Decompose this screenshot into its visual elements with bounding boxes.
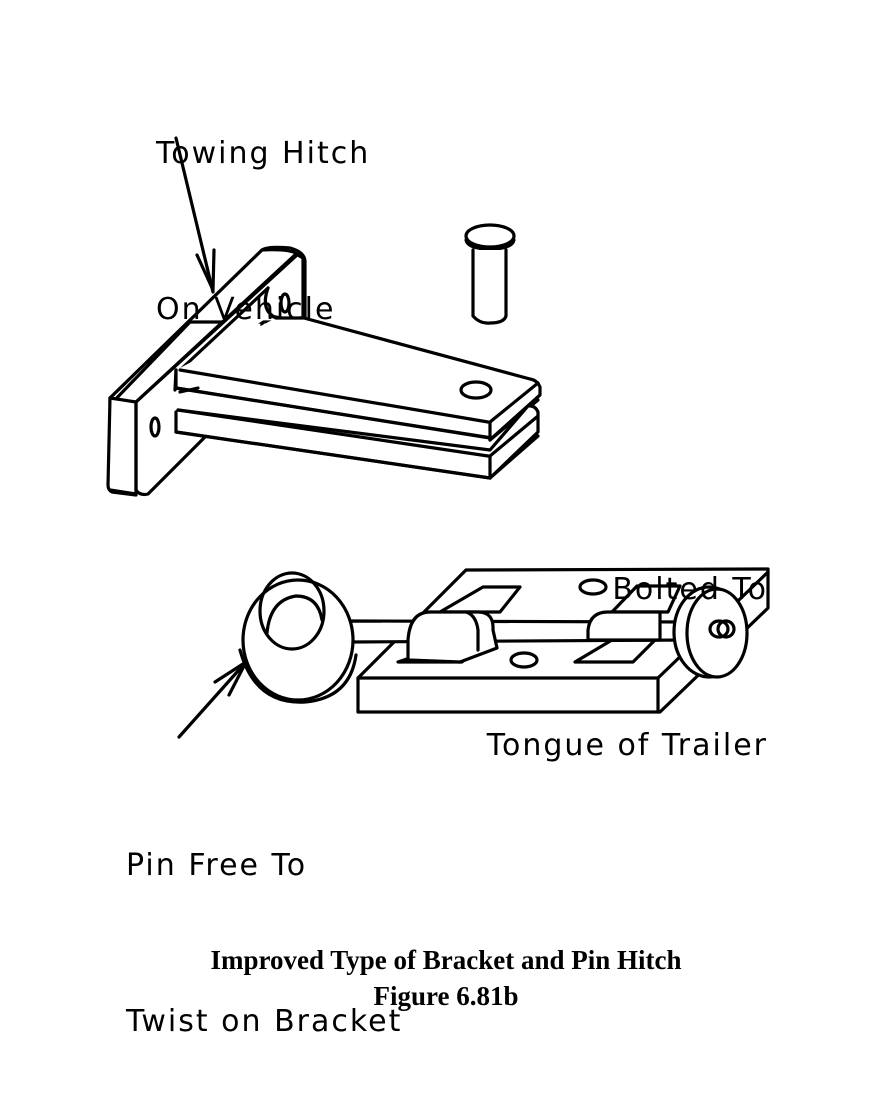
figure-caption-number: Figure 6.81b (373, 981, 519, 1011)
pin-free-leader-arrow (177, 660, 248, 739)
bolted-to-label: Bolted To Tongue of Trailer (487, 460, 768, 824)
hitch-pin (464, 223, 516, 325)
figure-caption-title: Improved Type of Bracket and Pin Hitch (210, 945, 682, 975)
towing-hitch-label-line-2: On Vehicle (156, 292, 336, 327)
pin-free-label: Pin Free To Twist on Bracket (126, 736, 402, 1100)
towing-hitch-label-line-1: Towing Hitch (156, 136, 371, 171)
hitch-drawing (106, 136, 770, 739)
pin-free-label-line-2: Twist on Bracket (126, 1004, 403, 1039)
pin-free-label-line-1: Pin Free To (126, 848, 308, 883)
towing-hitch-leader-arrow (174, 136, 216, 294)
trailer-tongue-bracket (345, 567, 770, 714)
towing-hitch-bracket (106, 245, 542, 497)
bolted-to-label-line-1: Bolted To (612, 572, 768, 607)
eye-ring (238, 571, 358, 704)
bolted-to-label-line-2: Tongue of Trailer (486, 728, 768, 763)
towing-hitch-label: Towing Hitch On Vehicle (156, 24, 370, 388)
